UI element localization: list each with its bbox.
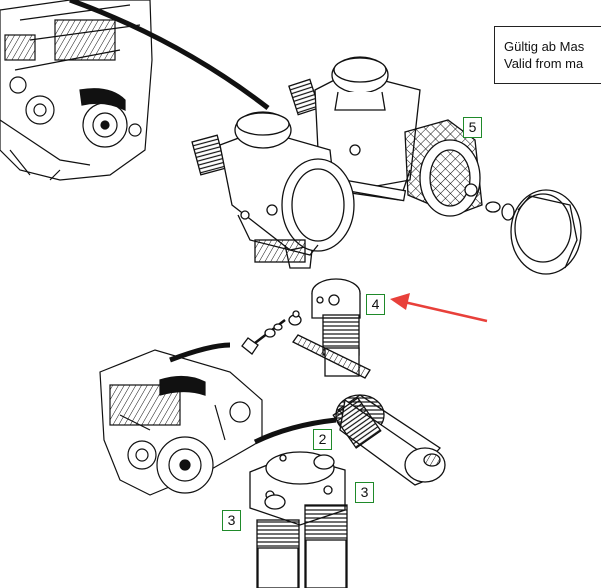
callout-3-left[interactable]: 3: [222, 510, 241, 531]
air-filter-assembly-upper: [191, 56, 582, 275]
fuel-filter-assembly: [241, 278, 371, 379]
validity-note-german: Gültig ab Mas: [504, 39, 585, 54]
highlight-arrow: [390, 293, 488, 323]
engine-top-illustration: [0, 0, 270, 181]
fuel-filter-housings-pair: [249, 451, 348, 588]
callout-4[interactable]: 4: [366, 294, 385, 315]
callout-5[interactable]: 5: [463, 117, 482, 138]
validity-note-english: Valid from ma: [504, 56, 584, 71]
engine-lower-illustration: [99, 342, 263, 496]
secondary-filter-cartridge: [253, 394, 446, 486]
validity-note-box: Gültig ab Mas Valid from ma: [494, 26, 601, 84]
callout-3-right[interactable]: 3: [355, 482, 374, 503]
callout-2[interactable]: 2: [313, 429, 332, 450]
